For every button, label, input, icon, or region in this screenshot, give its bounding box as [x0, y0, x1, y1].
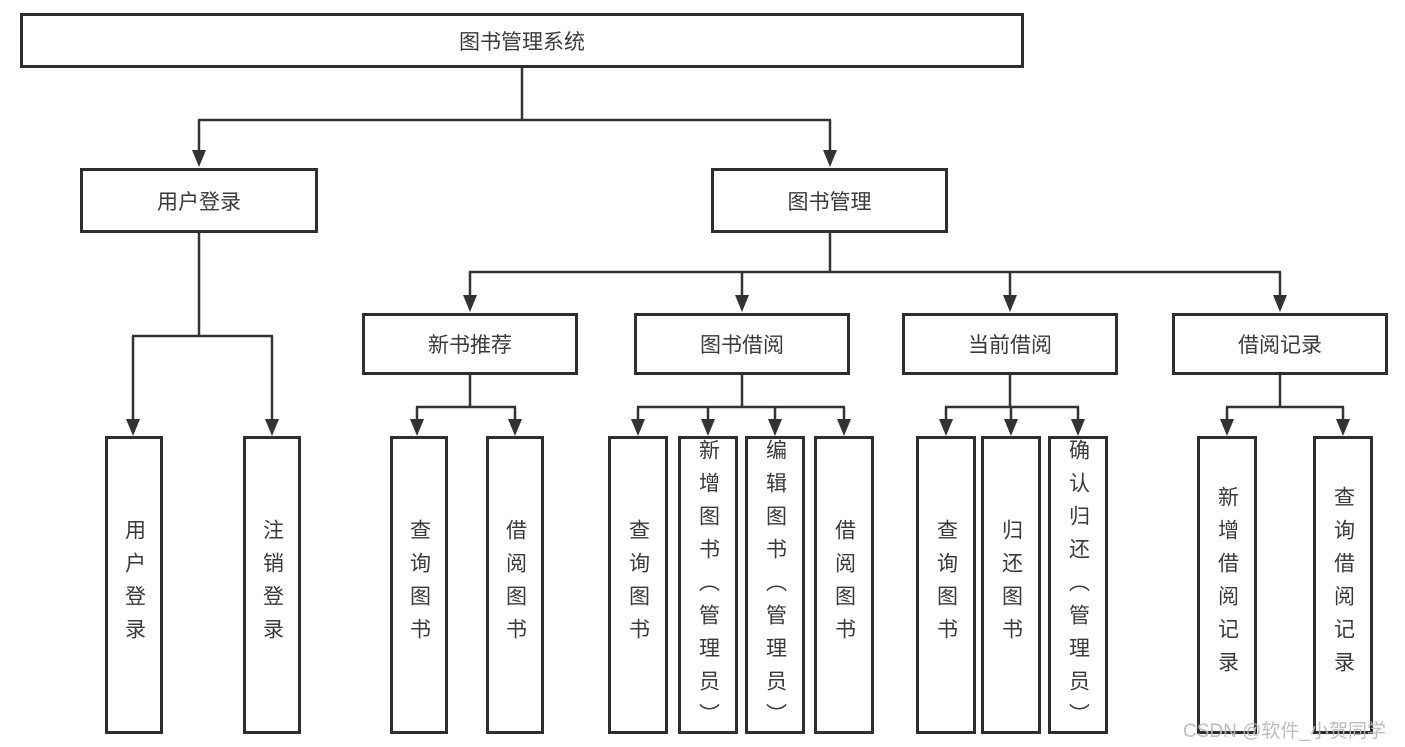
leaf-recommend-borrow-books-label: 借阅图书	[503, 519, 527, 651]
leaf-recommend-query-books-label: 查询图书	[407, 519, 431, 651]
leaf-borrow-edit-books-admin-label: 编辑图书（管理员）	[763, 439, 787, 736]
node-root-label: 图书管理系统	[459, 30, 585, 54]
leaf-recommend-query-books: 查询图书	[390, 436, 448, 734]
leaf-current-confirm-return-admin: 确认归还（管理员）	[1048, 436, 1108, 736]
leaf-borrow-add-books-admin: 新增图书（管理员）	[678, 436, 738, 736]
leaf-current-return-books-label: 归还图书	[999, 519, 1023, 651]
node-new-book-recommend-label: 新书推荐	[428, 334, 512, 357]
node-user-login-label: 用户登录	[157, 190, 241, 214]
node-borrow-records-label: 借阅记录	[1238, 334, 1322, 357]
leaf-borrow-add-books-admin-label: 新增图书（管理员）	[696, 439, 720, 736]
leaf-borrow-query-books: 查询图书	[608, 436, 668, 734]
node-current-borrow-label: 当前借阅	[968, 334, 1052, 357]
csdn-watermark: CSDN @软件_小贺同学	[1183, 721, 1386, 742]
node-book-borrow: 图书借阅	[634, 313, 850, 375]
leaf-borrow-borrow-books-label: 借阅图书	[832, 519, 856, 651]
leaf-logout-login: 注销登录	[243, 436, 301, 734]
leaf-current-query-books-label: 查询图书	[934, 519, 958, 651]
node-book-management-label: 图书管理	[787, 190, 872, 214]
node-root: 图书管理系统	[20, 13, 1024, 68]
node-new-book-recommend: 新书推荐	[362, 313, 578, 375]
leaf-records-add-record-label: 新增借阅记录	[1215, 486, 1239, 684]
leaf-user-login-label: 用户登录	[122, 519, 146, 651]
leaf-records-add-record: 新增借阅记录	[1197, 436, 1257, 734]
leaf-records-query-record-label: 查询借阅记录	[1331, 486, 1355, 684]
leaf-records-query-record: 查询借阅记录	[1313, 436, 1373, 734]
node-borrow-records: 借阅记录	[1172, 313, 1388, 375]
leaf-user-login: 用户登录	[105, 436, 163, 734]
leaf-recommend-borrow-books: 借阅图书	[486, 436, 544, 734]
node-book-management: 图书管理	[711, 168, 948, 233]
node-book-borrow-label: 图书借阅	[700, 334, 784, 357]
leaf-current-return-books: 归还图书	[981, 436, 1041, 734]
node-user-login: 用户登录	[80, 168, 318, 233]
arrowheads	[126, 150, 1350, 436]
leaf-borrow-borrow-books: 借阅图书	[814, 436, 874, 734]
node-current-borrow: 当前借阅	[902, 313, 1118, 375]
leaf-current-query-books: 查询图书	[916, 436, 976, 734]
connector-lines	[131, 68, 1345, 420]
leaf-borrow-query-books-label: 查询图书	[626, 519, 650, 651]
leaf-current-confirm-return-admin-label: 确认归还（管理员）	[1066, 439, 1090, 736]
leaf-borrow-edit-books-admin: 编辑图书（管理员）	[745, 436, 805, 736]
leaf-logout-login-label: 注销登录	[260, 519, 284, 651]
